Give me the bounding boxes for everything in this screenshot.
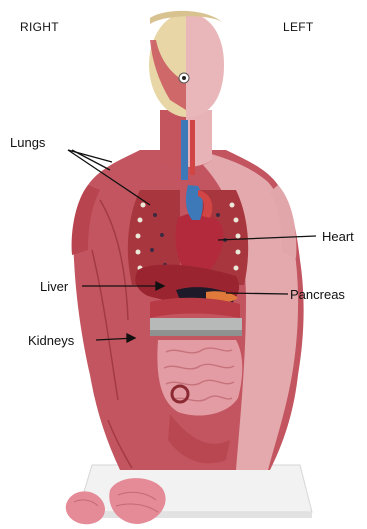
right-side-label: RIGHT — [20, 21, 59, 33]
jugular-vein — [181, 120, 188, 180]
liver-label: Liver — [40, 280, 68, 293]
kidneys-label: Kidneys — [28, 334, 74, 347]
diaphragm-band — [150, 318, 242, 330]
heart-label: Heart — [322, 230, 354, 243]
lungs-label: Lungs — [10, 136, 45, 149]
pancreas-label: Pancreas — [290, 288, 345, 301]
carotid-artery — [190, 120, 195, 175]
head — [149, 11, 224, 117]
left-side-label: LEFT — [283, 21, 314, 33]
